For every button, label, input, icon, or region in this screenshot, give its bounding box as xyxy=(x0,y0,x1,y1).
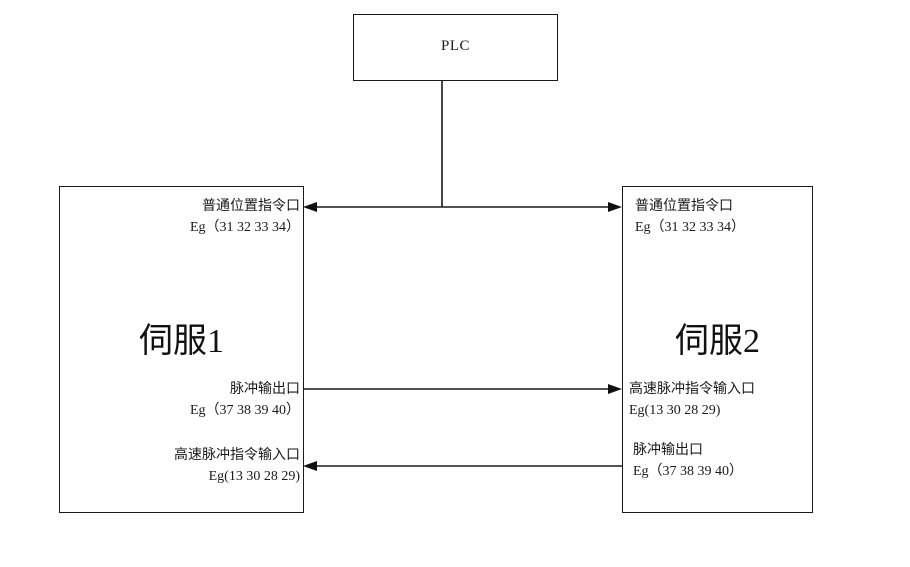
arrow-head-left-position-bus xyxy=(303,202,317,212)
arrow-head-right-position-bus xyxy=(608,202,622,212)
node-servo2[interactable] xyxy=(622,186,813,513)
node-servo2-title: 伺服2 xyxy=(675,323,760,360)
servo1-position-command-port: 普通位置指令口 Eg（31 32 33 34） xyxy=(190,196,300,238)
servo2-pulse-output-port: 脉冲输出口 Eg（37 38 39 40） xyxy=(633,440,743,482)
node-plc[interactable]: PLC xyxy=(353,14,558,81)
servo2-pulse-output-port-name: 脉冲输出口 xyxy=(633,443,703,458)
node-servo1[interactable] xyxy=(59,186,304,513)
servo1-high-speed-pulse-input-port-name: 高速脉冲指令输入口 xyxy=(174,448,300,463)
servo1-pulse-output-port-name: 脉冲输出口 xyxy=(230,382,300,397)
node-plc-label: PLC xyxy=(440,38,470,54)
servo2-position-command-port-name: 普通位置指令口 xyxy=(635,199,733,214)
arrow-head-servo2-pulse-input xyxy=(608,384,622,394)
node-servo1-title: 伺服1 xyxy=(139,323,224,360)
servo2-position-command-port-eg: Eg（31 32 33 34） xyxy=(635,220,746,235)
servo1-pulse-output-port: 脉冲输出口 Eg（37 38 39 40） xyxy=(190,379,300,421)
servo2-position-command-port: 普通位置指令口 Eg（31 32 33 34） xyxy=(635,196,745,238)
servo1-pulse-output-port-eg: Eg（37 38 39 40） xyxy=(189,403,300,418)
servo2-high-speed-pulse-input-port: 高速脉冲指令输入口 Eg(13 30 28 29) xyxy=(629,379,755,421)
arrow-head-servo1-pulse-input xyxy=(303,461,317,471)
servo2-pulse-output-port-eg: Eg（37 38 39 40） xyxy=(633,464,744,479)
servo1-position-command-port-name: 普通位置指令口 xyxy=(202,199,300,214)
servo1-position-command-port-eg: Eg（31 32 33 34） xyxy=(189,220,300,235)
servo2-high-speed-pulse-input-port-name: 高速脉冲指令输入口 xyxy=(629,382,755,397)
servo1-high-speed-pulse-input-port: 高速脉冲指令输入口 Eg(13 30 28 29) xyxy=(174,445,300,487)
servo1-high-speed-pulse-input-port-eg: Eg(13 30 28 29) xyxy=(208,469,300,484)
servo2-high-speed-pulse-input-port-eg: Eg(13 30 28 29) xyxy=(629,403,721,418)
